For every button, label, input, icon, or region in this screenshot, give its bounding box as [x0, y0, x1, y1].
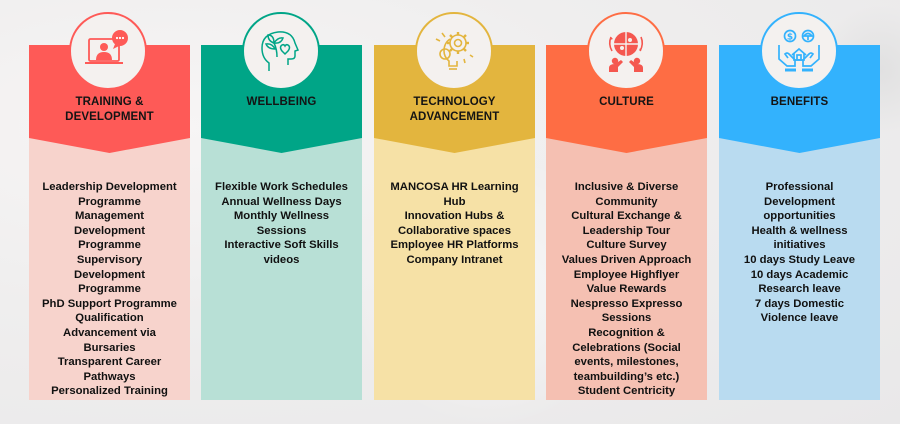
icon-badge-technology [415, 12, 493, 90]
icon-badge-wellbeing [242, 12, 320, 90]
list-item: Supervisory [76, 253, 143, 266]
list-item: Qualification [75, 312, 144, 325]
list-item: Leadership Tour [582, 224, 671, 237]
list-item: Programme [78, 239, 141, 252]
list-item: Student Centricity [577, 385, 676, 398]
list-item: Celebrations (Social [572, 341, 681, 354]
list-item: Professional [765, 181, 834, 193]
list-item: 10 days Academic [750, 268, 849, 281]
list-item: Cultural Exchange & [571, 210, 682, 223]
list-item: 7 days Domestic [754, 297, 845, 310]
teamwork-puzzle-globe-icon [608, 32, 644, 72]
card-title: WELLBEING [201, 95, 362, 110]
list-item: Hub [443, 195, 466, 208]
list-item: initiatives [773, 239, 826, 252]
list-item: PhD Support Programme [42, 297, 177, 310]
list-item: Employee Highflyer [573, 268, 680, 281]
list-item: opportunities [763, 210, 836, 223]
icon-badge-training [69, 12, 147, 90]
list-item: MANCOSA HR Learning [390, 181, 519, 193]
list-item: Bursaries [83, 341, 136, 354]
list-item: Management [74, 210, 145, 223]
list-item: Programme [78, 283, 141, 296]
list-item: Inclusive & Diverse [574, 181, 679, 193]
list-item: Annual Wellness Days [221, 195, 342, 208]
icon-badge-culture [587, 12, 665, 90]
card-title: CULTURE [546, 95, 707, 110]
list-item: Collaborative spaces [397, 224, 512, 237]
list-item: teambuilding’s etc.) [573, 370, 680, 383]
card-technology-advancement: TECHNOLOGY ADVANCEMENT MANCOSA HR Learni… [374, 45, 535, 400]
list-item: Community [595, 195, 658, 208]
card-title: TRAINING & DEVELOPMENT [29, 95, 190, 124]
mind-wellbeing-icon [261, 31, 300, 71]
svg-text:$: $ [787, 33, 793, 43]
innovation-bulb-gears-icon [435, 32, 474, 70]
list-item: Company Intranet [406, 253, 503, 266]
list-item: Value Rewards [586, 283, 667, 296]
card-training-development: TRAINING & DEVELOPMENT Leadership Develo… [29, 45, 190, 400]
list-item: events, milestones, [574, 356, 679, 369]
list-item: 10 days Study Leave [743, 253, 856, 266]
list-item: Development [74, 224, 145, 237]
list-item: Recognition & [588, 326, 665, 339]
list-item: Violence leave [760, 312, 839, 325]
list-item: Monthly Wellness [233, 210, 330, 223]
icon-badge-benefits: $ [760, 12, 838, 90]
title-line: TRAINING & [75, 96, 144, 108]
title-line: TECHNOLOGY [413, 96, 496, 108]
list-item: Transparent Career [57, 356, 162, 369]
online-training-icon [85, 30, 128, 64]
card-title: TECHNOLOGY ADVANCEMENT [374, 95, 535, 124]
list-item: Health & wellness [751, 224, 848, 237]
list-item: Employee HR Platforms [390, 239, 519, 252]
title-line: WELLBEING [246, 96, 317, 108]
list-item: Programme [78, 195, 141, 208]
title-line: DEVELOPMENT [65, 110, 154, 123]
list-item: Flexible Work Schedules [215, 181, 348, 193]
list-item: Advancement via [63, 326, 156, 339]
hands-house-money-icon: $ [778, 29, 820, 72]
list-item: Leadership Development [42, 181, 177, 193]
list-item: Interactive Soft Skills [224, 239, 339, 252]
title-line: ADVANCEMENT [409, 110, 500, 123]
title-line: CULTURE [599, 96, 654, 108]
list-item: Development [74, 268, 145, 281]
list-item: Sessions [256, 224, 307, 237]
list-item: Development [764, 195, 835, 208]
list-item: Pathways [83, 370, 136, 383]
list-item: Culture Survey [586, 239, 667, 252]
list-item: Sessions [601, 312, 652, 325]
list-item: Innovation Hubs & [404, 210, 505, 223]
list-item: Values Driven Approach [561, 253, 692, 266]
list-item: videos [263, 253, 300, 266]
card-title: BENEFITS [719, 95, 880, 110]
list-item: Nespresso Expresso [570, 297, 683, 310]
title-line: BENEFITS [770, 96, 829, 108]
list-item: Personalized Training [51, 385, 168, 398]
list-item: Research leave [758, 283, 841, 296]
